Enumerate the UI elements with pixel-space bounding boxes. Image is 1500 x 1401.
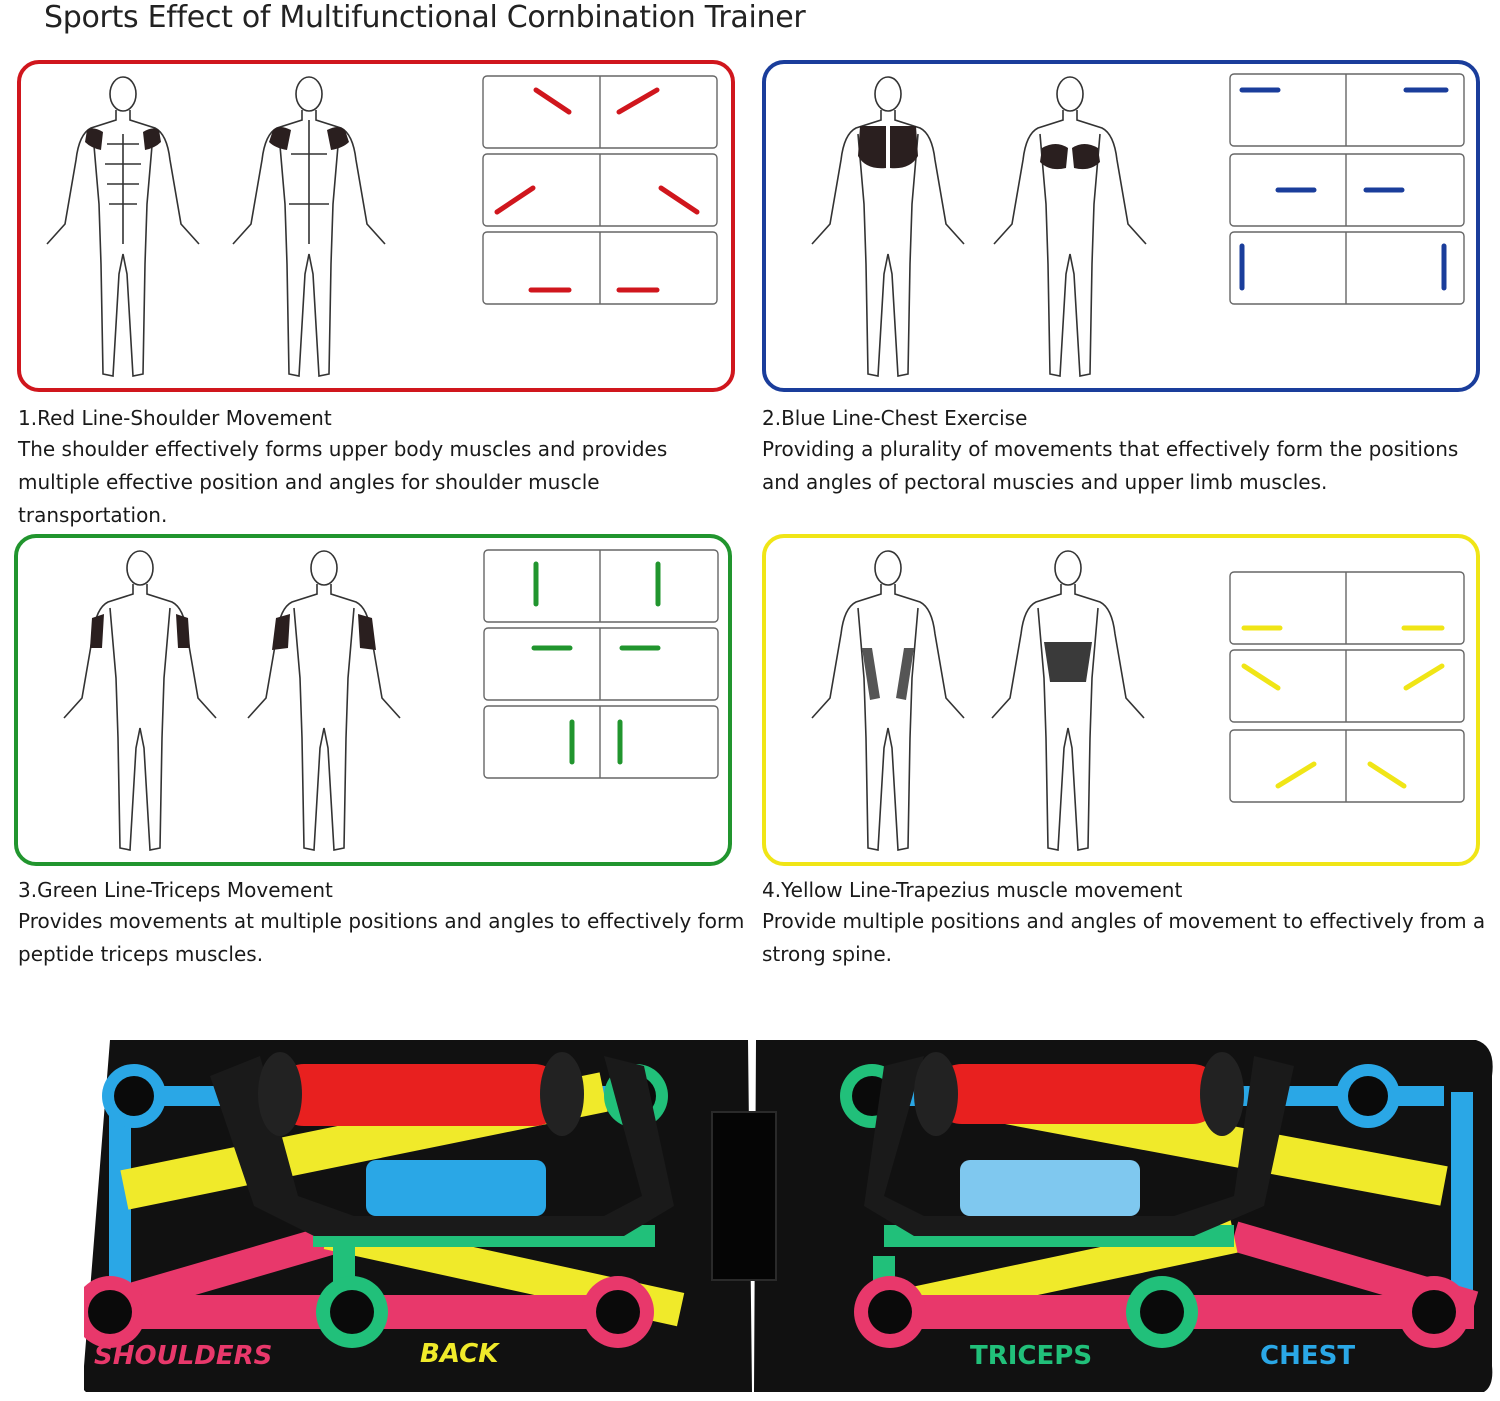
caption-title: 2.Blue Line-Chest Exercise [762, 406, 1028, 430]
panel-yellow-illustration [811, 550, 1465, 851]
caption-body: Providing a plurality of movements that … [762, 437, 1459, 494]
back-shoulder-highlight [269, 127, 349, 150]
front-shoulder-highlight [85, 128, 161, 150]
panel-green-illustration [63, 549, 719, 851]
board-diagram-grid [1229, 73, 1465, 305]
right-handle-grip [932, 1064, 1222, 1124]
front-body-figure [63, 550, 217, 851]
board-diagram-grid [482, 75, 718, 305]
back-body-figure [991, 550, 1145, 851]
caption-blue: 2.Blue Line-Chest Exercise Providing a p… [762, 403, 1492, 499]
caption-title: 4.Yellow Line-Trapezius muscle movement [762, 878, 1183, 902]
pushup-board-illustration: SHOULDERS BACK TRICEPS CHEST [74, 1040, 1493, 1392]
back-body-figure [247, 550, 401, 851]
caption-green: 3.Green Line-Triceps Movement Provides m… [18, 875, 748, 971]
front-triceps-highlight [90, 614, 190, 648]
label-chest: CHEST [1260, 1341, 1355, 1371]
back-triceps-highlight [272, 614, 376, 650]
caption-title: 3.Green Line-Triceps Movement [18, 878, 333, 902]
back-lower-highlight [1044, 642, 1092, 682]
front-flank-highlight [862, 648, 914, 700]
caption-yellow: 4.Yellow Line-Trapezius muscle movement … [762, 875, 1492, 971]
pushup-board-photo: SHOULDERS BACK TRICEPS CHEST [74, 1036, 1500, 1400]
red-line-markers [494, 87, 700, 293]
back-highlight [1040, 144, 1100, 170]
panel-blue-chest [762, 60, 1480, 392]
panel-red-shoulder [17, 60, 735, 392]
blue-line-markers [1239, 87, 1449, 291]
panel-blue-illustration [811, 73, 1465, 377]
yellow-line-markers [1241, 625, 1445, 789]
caption-title: 1.Red Line-Shoulder Movement [18, 406, 332, 430]
caption-red: 1.Red Line-Shoulder Movement The shoulde… [18, 403, 748, 532]
caption-body: The shoulder effectively forms upper bod… [18, 437, 668, 527]
left-handle [210, 1052, 674, 1236]
page-title: Sports Effect of Multifunctional Cornbin… [44, 0, 806, 35]
back-body-figure [993, 76, 1147, 377]
green-line-markers [531, 561, 661, 765]
caption-body: Provides movements at multiple positions… [18, 909, 745, 966]
front-body-figure [46, 76, 200, 377]
panel-red-illustration [46, 75, 718, 377]
chest-highlight [858, 126, 918, 169]
label-back: BACK [420, 1339, 500, 1369]
center-hinge-slot [711, 1111, 777, 1281]
board-diagram-grid [483, 549, 719, 779]
label-triceps: TRICEPS [970, 1341, 1092, 1371]
panel-green-triceps [14, 534, 732, 866]
panel-yellow-trapezius [762, 534, 1480, 866]
front-body-figure [811, 550, 965, 851]
front-body-figure [811, 76, 965, 377]
left-handle-grip [274, 1064, 564, 1126]
right-handle [864, 1052, 1294, 1236]
caption-body: Provide multiple positions and angles of… [762, 909, 1486, 966]
back-body-figure [232, 76, 386, 377]
label-shoulders: SHOULDERS [94, 1341, 272, 1371]
board-diagram-grid [1229, 571, 1465, 803]
